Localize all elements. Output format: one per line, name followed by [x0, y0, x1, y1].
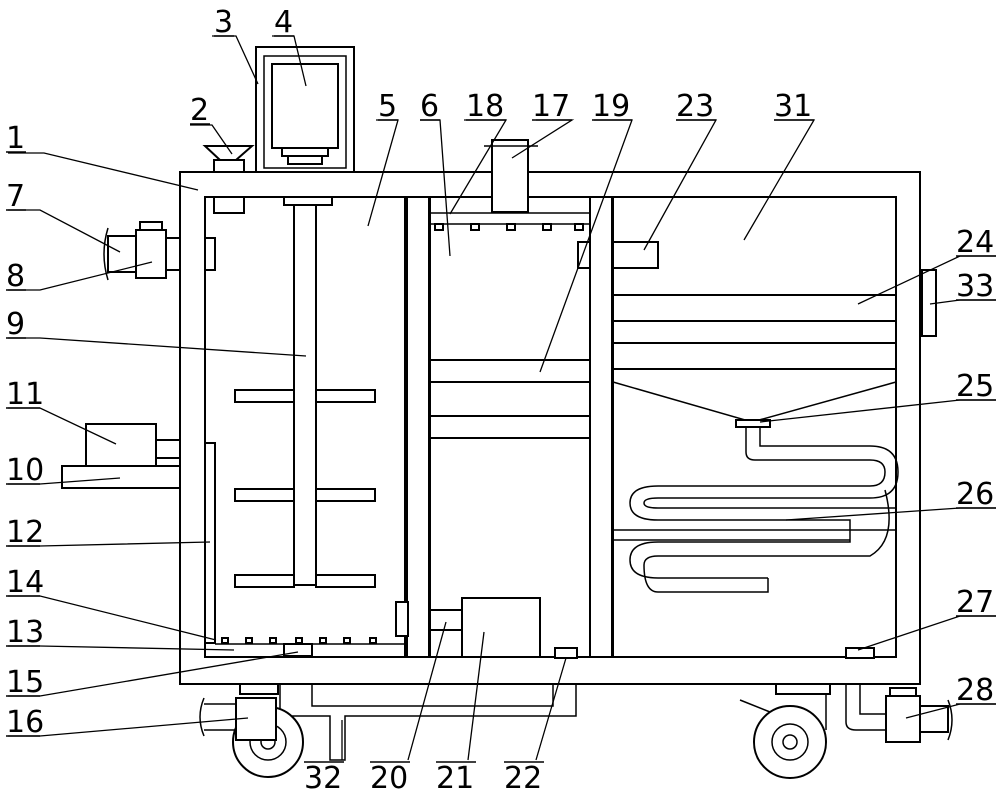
- feed-neck: [213, 159, 245, 173]
- outlet-stub: [554, 647, 578, 659]
- label-20: 20: [370, 761, 408, 796]
- blade-top-left: [234, 389, 295, 403]
- bottom-tank: [311, 684, 554, 707]
- label-8: 8: [6, 259, 25, 294]
- blade-bottom-left: [234, 574, 295, 588]
- label-5: 5: [378, 89, 397, 124]
- blade-mid-right: [315, 488, 376, 502]
- blade-top-right: [315, 389, 376, 403]
- inlet-break: [103, 227, 109, 281]
- label-16: 16: [6, 705, 44, 740]
- caster-right-mount: [775, 683, 831, 695]
- inlet-pipe: [107, 235, 137, 273]
- wall-divider-2: [589, 196, 613, 658]
- label-17: 17: [532, 89, 570, 124]
- label-15: 15: [6, 665, 44, 700]
- label-27: 27: [956, 585, 994, 620]
- label-32: 32: [304, 761, 342, 796]
- blade-bottom-right: [315, 574, 376, 588]
- outlet-break: [947, 699, 953, 741]
- inlet-valve: [135, 229, 167, 279]
- hopper-valve-2: [287, 155, 323, 165]
- filter-plate-lower: [429, 415, 591, 439]
- label-4: 4: [274, 5, 293, 40]
- label-6: 6: [420, 89, 439, 124]
- funnel-outlet: [735, 419, 771, 428]
- heat-plate-2: [612, 342, 897, 370]
- hopper-bin: [271, 63, 339, 149]
- motor-shelf: [61, 465, 181, 489]
- label-7: 7: [6, 179, 25, 214]
- side-rail: [204, 442, 216, 644]
- outlet-valve-right: [885, 695, 921, 743]
- top-left-block: [213, 196, 245, 214]
- hopper-valve: [281, 147, 329, 157]
- bottom-tank-outer: [279, 684, 577, 761]
- coil-tube: [629, 427, 886, 579]
- inlet-valve-cap: [139, 221, 163, 231]
- label-23: 23: [676, 89, 714, 124]
- outlet-pipe-end: [919, 705, 949, 733]
- stirring-shaft: [293, 204, 317, 586]
- pump-body: [461, 597, 541, 658]
- bottom-sensor: [845, 647, 875, 659]
- label-14: 14: [6, 565, 44, 600]
- label-2: 2: [190, 93, 209, 128]
- label-12: 12: [6, 515, 44, 550]
- label-24: 24: [956, 225, 994, 260]
- outlet-pipe-right: [845, 684, 886, 731]
- label-25: 25: [956, 369, 994, 404]
- pump-connector: [429, 609, 463, 631]
- label-26: 26: [956, 477, 994, 512]
- label-13: 13: [6, 615, 44, 650]
- coil-tube-outer: [613, 427, 899, 593]
- hopper-frame-inner: [263, 55, 347, 169]
- label-31: 31: [774, 89, 812, 124]
- caster-right-wheel: [753, 705, 827, 779]
- inlet-flange: [165, 237, 181, 271]
- label-9: 9: [6, 307, 25, 342]
- sensor-left: [204, 237, 216, 271]
- spray-nozzles: [434, 223, 584, 231]
- label-19: 19: [592, 89, 630, 124]
- label-18: 18: [466, 89, 504, 124]
- wall-divider-1: [406, 196, 430, 658]
- motor-box: [85, 423, 157, 467]
- label-21: 21: [436, 761, 474, 796]
- callout-labels: 1 2 3 4 5 6 18 17 19 23 31 7 8 9 11 10 1…: [6, 5, 996, 796]
- shaft-coupling-top: [283, 196, 333, 206]
- label-11: 11: [6, 377, 44, 412]
- label-10: 10: [6, 453, 44, 488]
- label-3: 3: [214, 5, 233, 40]
- drain-pipe-left: [199, 697, 236, 737]
- fan-block: [612, 241, 659, 269]
- blade-mid-left: [234, 488, 295, 502]
- label-28: 28: [956, 673, 994, 708]
- heat-plate-1: [612, 294, 897, 322]
- port-block-left: [395, 601, 409, 637]
- motor-shaft-conn: [155, 439, 181, 459]
- outlet-valve-cap: [889, 687, 917, 697]
- label-1: 1: [6, 121, 25, 156]
- caster-right-axle: [782, 734, 798, 750]
- label-22: 22: [504, 761, 542, 796]
- caster-right-fork: [739, 693, 827, 730]
- caster-left-mount: [239, 683, 279, 695]
- screen-holes: [221, 637, 377, 644]
- label-33: 33: [956, 269, 994, 304]
- filter-plate-upper: [429, 359, 591, 383]
- caster-right-hub: [771, 723, 809, 761]
